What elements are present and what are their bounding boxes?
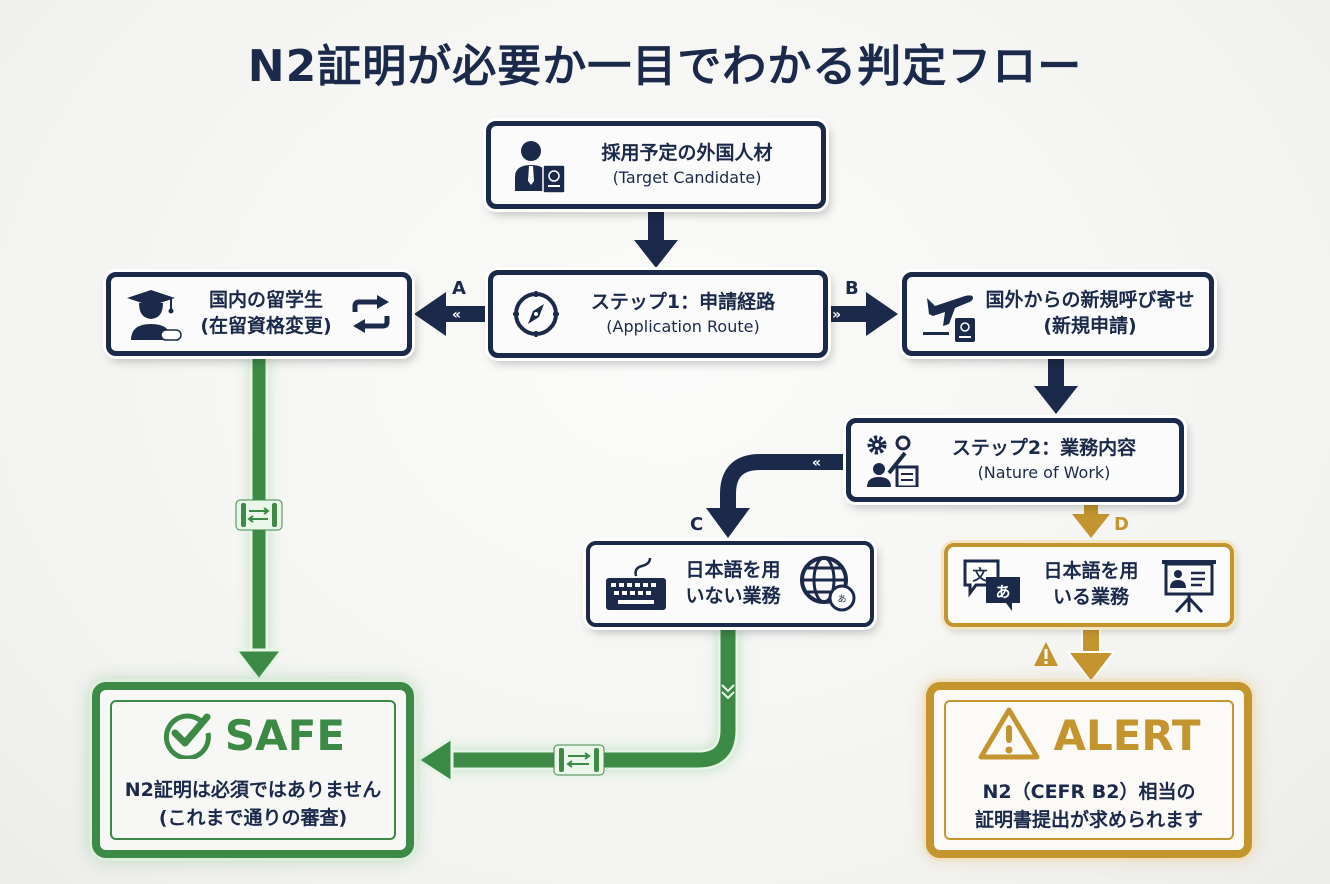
airplane-passport-icon [921,286,983,342]
node-work-with-japanese[interactable]: 文 あ 日本語を用 いる業務 [944,543,1234,627]
result-alert[interactable]: ALERT N2（CEFR B2）相当の 証明書提出が求められます [926,682,1252,858]
businessman-passport-icon [513,137,571,193]
arrow-b-to-overseas: » [826,292,898,336]
edge-label-d: D [1114,514,1129,535]
check-circle-icon [161,707,213,763]
page-title: N2証明が必要か一目でわかる判定フロー [247,41,1083,92]
step2-subtitle: (Nature of Work) [977,463,1111,483]
graduate-icon [127,286,183,342]
domestic-subtitle: (在留資格変更) [200,315,332,337]
gate-icon [235,499,283,531]
keyboard-icon [604,556,668,612]
safe-line2: (これまで通りの審査) [158,807,348,829]
uses-japanese-line1: 日本語を用 [1043,560,1139,583]
gate-icon [553,744,605,776]
result-safe[interactable]: SAFE N2証明は必須ではありません (これまで通りの審査) [92,682,414,858]
svg-text:文: 文 [972,566,988,584]
no-japanese-line2: いない業務 [685,585,781,607]
alert-line1: N2（CEFR B2）相当の [982,781,1196,804]
warning-small-icon [1034,642,1058,666]
compass-icon [511,289,561,339]
node-overseas-new-application[interactable]: 国外からの新規呼び寄せ (新規申請) [902,272,1214,356]
globe-icon: あ [798,554,858,614]
arrow-domestic-to-safe [232,354,286,683]
step2-title: ステップ2：業務内容 [951,437,1137,460]
svg-text:»: » [832,307,841,323]
candidate-subtitle: (Target Candidate) [612,168,762,188]
arrow-overseas-to-step2 [1034,357,1078,414]
uses-japanese-line2: いる業務 [1052,586,1129,608]
svg-text:あ: あ [995,583,1010,601]
overseas-subtitle: (新規申請) [1043,315,1137,337]
arrow-to-alert [1065,627,1117,684]
translation-icon: 文 あ [962,557,1022,613]
edge-label-b: B [845,278,859,299]
overseas-title: 国外からの新規呼び寄せ [985,289,1195,312]
no-japanese-line1: 日本語を用 [685,559,781,582]
arrow-no-japanese-to-safe [415,628,740,785]
alert-line2: 証明書提出が求められます [974,809,1203,831]
candidate-title: 採用予定の外国人材 [601,142,773,165]
svg-text:«: « [812,455,821,471]
arrow-c-to-no-japanese: « [706,454,845,538]
step1-subtitle: (Application Route) [606,317,760,337]
node-target-candidate[interactable]: 採用予定の外国人材 (Target Candidate) [486,121,826,209]
domestic-title: 国内の留学生 [208,289,323,312]
node-step1-application-route[interactable]: ステップ1：申請経路 (Application Route) [488,270,828,358]
svg-text:あ: あ [837,594,846,605]
gears-worker-icon [865,433,923,487]
presentation-icon [1160,556,1218,614]
arrow-candidate-to-step1 [634,206,678,268]
edge-label-c: C [690,514,704,535]
node-domestic-student[interactable]: 国内の留学生 (在留資格変更) [106,272,412,356]
safe-heading: SAFE [224,710,346,760]
step1-title: ステップ1：申請経路 [590,291,776,314]
warning-triangle-icon [977,705,1041,765]
node-work-without-japanese[interactable]: 日本語を用 いない業務 あ [586,541,874,627]
svg-text:«: « [452,307,461,323]
edge-label-a: A [452,278,466,299]
arrow-a-to-domestic: « [414,292,490,336]
node-step2-nature-of-work[interactable]: ステップ2：業務内容 (Nature of Work) [846,418,1184,502]
alert-heading: ALERT [1053,710,1201,760]
arrow-d-to-uses-japanese [1072,505,1110,538]
exchange-icon [349,294,393,334]
safe-line1: N2証明は必須ではありません [124,779,382,802]
